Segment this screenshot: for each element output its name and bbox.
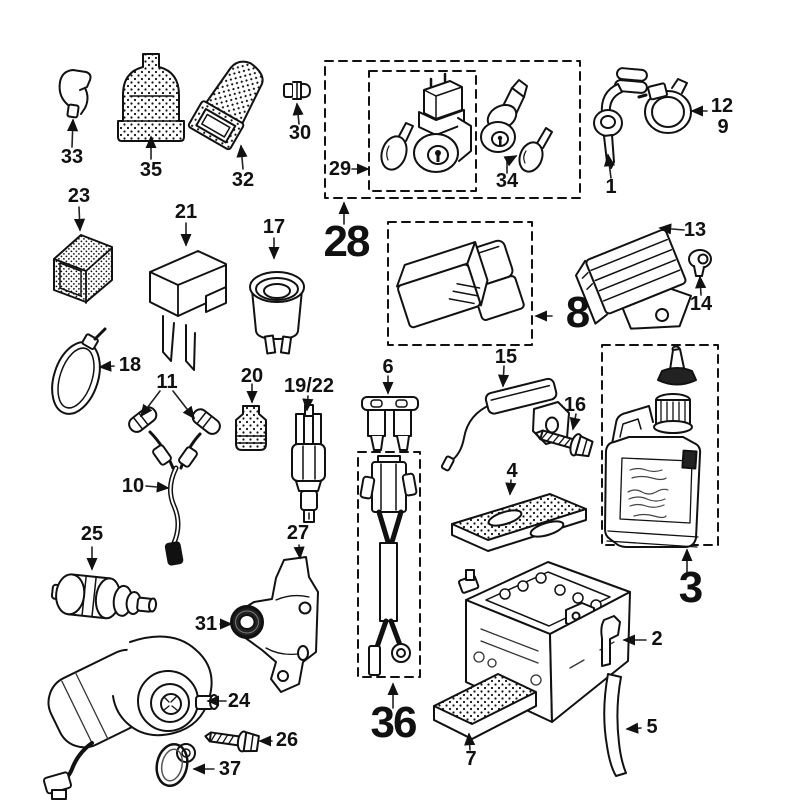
callout-2: 2	[651, 628, 663, 650]
callout-14: 14	[689, 293, 713, 315]
part-3-electrolyte-bottle	[604, 345, 702, 548]
callout-29: 29	[328, 158, 352, 180]
part-6-fuse	[361, 396, 419, 451]
callout-27: 27	[286, 522, 310, 544]
part-20-terminal-cover	[235, 405, 267, 451]
leader-arrows	[66, 102, 708, 775]
callout-16: 16	[563, 394, 587, 416]
callout-24: 24	[227, 690, 251, 712]
part-5-drain-tube	[603, 673, 627, 777]
callout-33: 33	[60, 146, 84, 168]
callout-3: 3	[678, 563, 704, 612]
part-13-voltage-regulator	[574, 228, 692, 330]
part-15-sensor-bracket	[440, 377, 570, 472]
group-box-36	[357, 451, 421, 678]
callout-20: 20	[240, 365, 264, 387]
callout-23: 23	[67, 185, 91, 207]
part-14-sensor	[688, 249, 712, 277]
part-4-separator-pad	[451, 493, 587, 552]
part-34-lock-barrel	[480, 79, 553, 173]
callout-37: 37	[218, 758, 242, 780]
callout-32: 32	[231, 169, 255, 191]
part-29-ignition-switch	[380, 72, 472, 173]
callout-8: 8	[565, 288, 591, 337]
group-box-3	[601, 344, 719, 546]
part-35-rubber-boot	[117, 53, 185, 142]
part-25-solenoid	[50, 573, 158, 620]
part-19-22-switch	[291, 404, 326, 523]
part-18-cable-tie	[51, 327, 107, 415]
part-32-rubber-boot	[187, 60, 264, 151]
part-21-relay	[149, 250, 227, 371]
callout-21: 21	[174, 201, 198, 223]
callout-13: 13	[683, 219, 707, 241]
callout-25: 25	[80, 523, 104, 545]
callout-4: 4	[506, 460, 518, 482]
callout-10: 10	[121, 475, 145, 497]
part-30-bulb-plug	[283, 81, 311, 100]
callout-7: 7	[465, 748, 477, 770]
part-26-bolt	[204, 730, 260, 753]
callout-17: 17	[262, 216, 286, 238]
part-10-11-harness	[128, 406, 221, 566]
callout-1: 1	[605, 176, 617, 198]
part-23-mesh-basket	[53, 234, 113, 304]
callout-34: 34	[495, 170, 519, 192]
callout-15: 15	[494, 346, 518, 368]
callout-19-22: 19/22	[283, 375, 335, 397]
callout-5: 5	[646, 716, 658, 738]
part-36-fuse-holder	[359, 455, 418, 676]
part-16-screw	[534, 429, 594, 458]
group-box-8	[387, 221, 533, 346]
part-33-cable-clip	[58, 69, 92, 119]
callout-30: 30	[288, 122, 312, 144]
callout-36: 36	[370, 698, 418, 747]
callout-28: 28	[323, 217, 371, 266]
callout-18: 18	[118, 354, 142, 376]
part-24-starter-motor	[42, 635, 219, 800]
callout-6: 6	[382, 356, 394, 378]
group-box-28	[324, 60, 581, 199]
group-box-29	[368, 70, 477, 192]
part-7-pad	[433, 673, 537, 740]
part-8-relay-kit	[395, 239, 525, 329]
callout-11: 11	[156, 371, 178, 393]
callout-35: 35	[139, 159, 163, 181]
part-12-9-hose-clamp	[637, 78, 692, 134]
part-31-grommet	[231, 606, 263, 638]
part-37-o-ring	[155, 742, 189, 788]
callout-31: 31	[194, 613, 218, 635]
callout-26: 26	[275, 729, 299, 751]
callout-12: 12	[710, 95, 734, 117]
part-17-flasher-relay	[249, 271, 305, 355]
callout-9: 9	[717, 116, 729, 138]
part-1-key	[593, 67, 648, 169]
